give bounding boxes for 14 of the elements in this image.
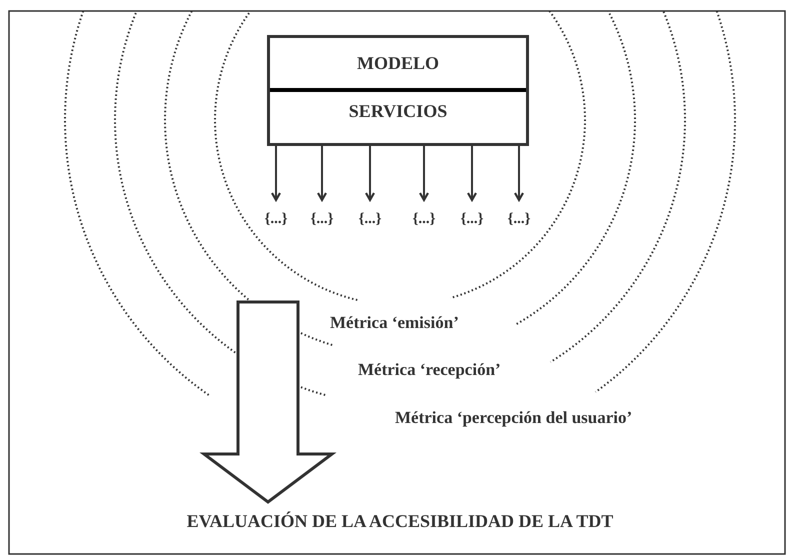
- arrow: [270, 146, 282, 202]
- arrow: [364, 146, 376, 202]
- metric-label: Métrica ‘percepción del usuario’: [395, 408, 632, 428]
- metric-label: Métrica ‘emisión’: [330, 313, 459, 333]
- block-arrow: [200, 300, 336, 504]
- model-box: [267, 35, 529, 146]
- arrow: [316, 146, 328, 202]
- arrow: [418, 146, 430, 202]
- box-heading: SERVICIOS: [270, 88, 526, 143]
- metric-label: Métrica ‘recepción’: [358, 360, 501, 380]
- box-heading: MODELO: [356, 52, 440, 75]
- arrow: [466, 146, 478, 202]
- result-text: EVALUACIÓN DE LA ACCESIBILIDAD DE LA TDT: [130, 506, 670, 536]
- arrow: [514, 146, 524, 202]
